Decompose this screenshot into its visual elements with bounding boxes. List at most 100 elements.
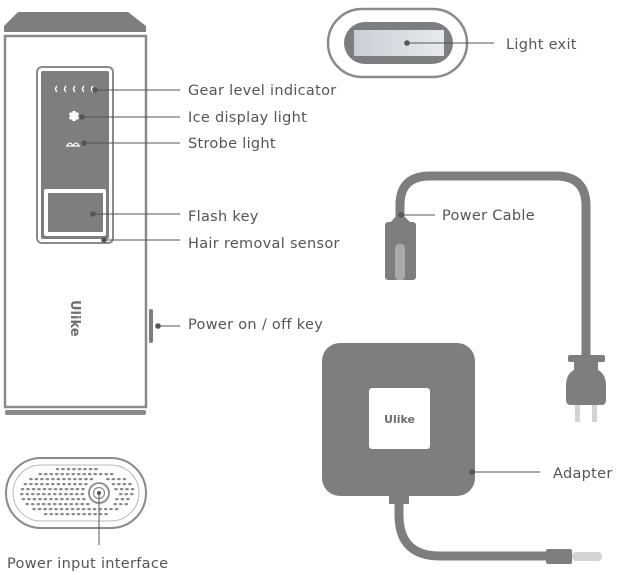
vent-hole [120, 498, 125, 501]
vent-hole [63, 503, 68, 506]
vent-hole [65, 473, 70, 476]
vent-hole [51, 483, 55, 486]
vent-hole [48, 508, 53, 511]
vent-hole [93, 513, 97, 516]
vent-hole [104, 473, 108, 476]
vent-hole [34, 478, 39, 481]
vent-hole [106, 478, 110, 481]
vent-hole [94, 468, 98, 471]
vent-hole [45, 478, 50, 481]
vent-hole [124, 493, 129, 496]
vent-hole [34, 483, 39, 486]
strobe-arc-icon [66, 142, 80, 147]
vent-hole [43, 513, 48, 516]
vent-hole [89, 478, 94, 481]
vent-hole [98, 513, 103, 516]
vent-hole [42, 488, 47, 491]
vent-hole [41, 503, 46, 506]
vent-hole [20, 493, 24, 496]
vent-hole [67, 483, 72, 486]
vent-hole [78, 478, 83, 481]
vent-hole [60, 498, 64, 501]
vent-hole [29, 478, 33, 481]
vent-hole [31, 488, 36, 491]
vent-hole [126, 498, 130, 501]
label-light-exit: Light exit [506, 37, 577, 53]
dc-plug-tip [572, 552, 602, 561]
vent-hole [61, 468, 65, 471]
label-adapter: Adapter [553, 466, 613, 482]
vent-hole [128, 483, 132, 486]
vent-hole [54, 473, 59, 476]
device-bottom-view [5, 457, 147, 529]
vent-hole [82, 513, 86, 516]
vent-hole [69, 503, 73, 506]
vent-hole [60, 513, 64, 516]
vent-hole [66, 468, 71, 471]
vent-hole [42, 493, 46, 496]
vent-hole [53, 488, 58, 491]
vent-hole [54, 513, 59, 516]
flash-key[interactable] [48, 193, 103, 232]
vent-hole [21, 498, 26, 501]
vent-hole [43, 473, 48, 476]
vent-hole [117, 478, 121, 481]
light-exit-view [326, 7, 469, 79]
vent-hole [47, 493, 52, 496]
vent-hole [75, 493, 79, 496]
vent-hole [103, 508, 108, 511]
vent-hole [87, 513, 92, 516]
vent-hole [122, 483, 127, 486]
adapter-brand-logo: Ulike [384, 413, 415, 426]
vent-hole [84, 483, 88, 486]
vent-hole [40, 483, 44, 486]
vent-hole [45, 483, 50, 486]
vent-hole [25, 503, 29, 506]
vent-hole [73, 483, 77, 486]
vent-hole [111, 478, 116, 481]
vent-hole [37, 508, 42, 511]
vent-hole [119, 493, 123, 496]
vent-hole [36, 493, 41, 496]
leader-line-light-exit [404, 40, 494, 46]
vent-hole [71, 473, 75, 476]
vent-hole [92, 508, 97, 511]
adapter-label-plate [369, 388, 430, 449]
vent-hole [65, 508, 69, 511]
device-front-view: Ulike [3, 12, 153, 415]
vent-hole [60, 473, 64, 476]
leader-line-power-cable [398, 212, 435, 218]
vent-hole [76, 473, 81, 476]
adapter: Ulike [322, 343, 602, 564]
vent-hole [58, 503, 62, 506]
vent-hole [82, 473, 86, 476]
vent-hole [84, 478, 88, 481]
vent-hole [76, 508, 80, 511]
vent-hole [52, 503, 57, 506]
device-brand-logo: Ulike [67, 300, 82, 337]
vent-hole [51, 478, 55, 481]
vent-hole [30, 503, 35, 506]
label-flash-key: Flash key [188, 209, 259, 225]
snowflake-icon [69, 110, 79, 122]
vent-hole [55, 468, 60, 471]
vent-hole [109, 508, 113, 511]
vent-hole [76, 513, 81, 516]
plug-prong-left [575, 405, 580, 422]
vent-hole [20, 488, 25, 491]
vent-hole [124, 503, 128, 506]
vent-hole [27, 498, 31, 501]
plug-prong-right [592, 405, 597, 422]
vent-hole [48, 488, 52, 491]
vent-hole [49, 513, 53, 516]
vent-hole [122, 478, 127, 481]
vent-hole [69, 493, 74, 496]
vent-hole [32, 508, 36, 511]
power-on-off-key[interactable] [149, 309, 153, 343]
power-cable [385, 171, 606, 422]
vent-hole [111, 483, 116, 486]
vent-hole [38, 498, 42, 501]
vent-hole [98, 473, 103, 476]
vent-hole [130, 488, 135, 491]
